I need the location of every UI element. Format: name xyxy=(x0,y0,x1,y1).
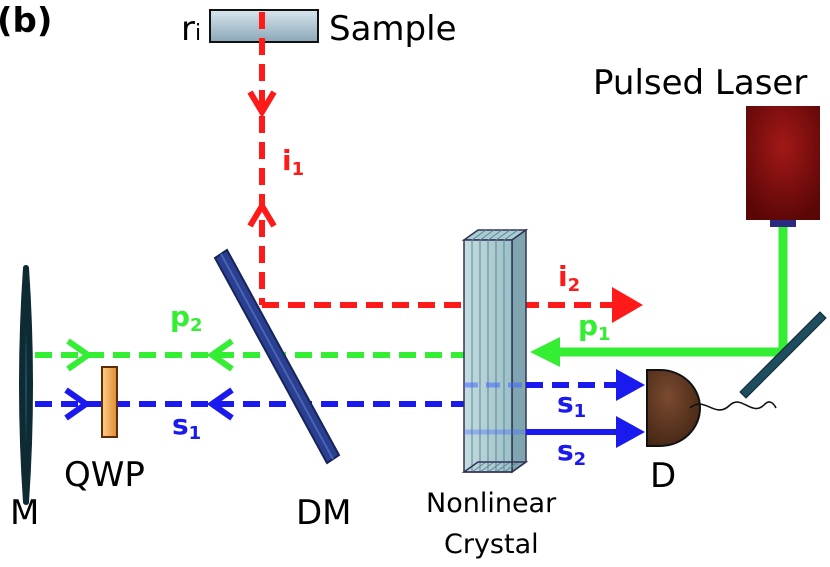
s1-left-label: s1 xyxy=(172,408,201,444)
crystal-label-line2: Crystal xyxy=(444,529,539,560)
s1-right-label: s1 xyxy=(557,386,586,422)
idler-arrow-up xyxy=(247,200,277,228)
qwp-plate xyxy=(101,366,118,438)
crystal-layer-lines xyxy=(463,229,519,473)
crystal-side-face xyxy=(511,228,527,474)
i1-label: i1 xyxy=(282,144,304,180)
signal-arrow-s1-left xyxy=(206,387,234,421)
i2-label: i2 xyxy=(558,260,580,296)
pump-steering-mirror xyxy=(739,311,827,399)
idler-arrow-down xyxy=(247,90,277,118)
sample-label: Sample xyxy=(329,9,456,49)
dichroic-mirror-edge xyxy=(220,253,334,460)
pulsed-laser-label: Pulsed Laser xyxy=(593,63,807,103)
signal-arrow-s1-detector xyxy=(616,369,645,401)
detector-d xyxy=(646,369,701,447)
dm-label: DM xyxy=(296,493,352,533)
p2-label: p2 xyxy=(170,300,203,336)
pump-arrow-p1 xyxy=(530,337,560,367)
pulsed-laser-body xyxy=(746,106,820,220)
s2-label: s2 xyxy=(557,434,586,470)
mirror-m xyxy=(19,265,33,505)
detector-label: D xyxy=(650,456,676,496)
mirror-label: M xyxy=(10,493,39,533)
crystal-label-line1: Nonlinear xyxy=(426,488,557,519)
detector-cable xyxy=(689,401,777,411)
crystal-bottom-face xyxy=(461,461,529,473)
pump-arrow-p2-left xyxy=(206,338,234,372)
r-i-label: ri xyxy=(181,9,201,49)
signal-arrow-s2-detector xyxy=(616,416,645,448)
signal-arrow-s1-right xyxy=(64,387,92,421)
pulsed-laser-aperture xyxy=(770,220,796,227)
qwp-label: QWP xyxy=(64,455,145,495)
idler-arrow-i2 xyxy=(612,287,643,323)
p1-label: p1 xyxy=(578,309,611,345)
panel-label: (b) xyxy=(0,1,52,41)
pump-arrow-p2-right xyxy=(66,338,94,372)
